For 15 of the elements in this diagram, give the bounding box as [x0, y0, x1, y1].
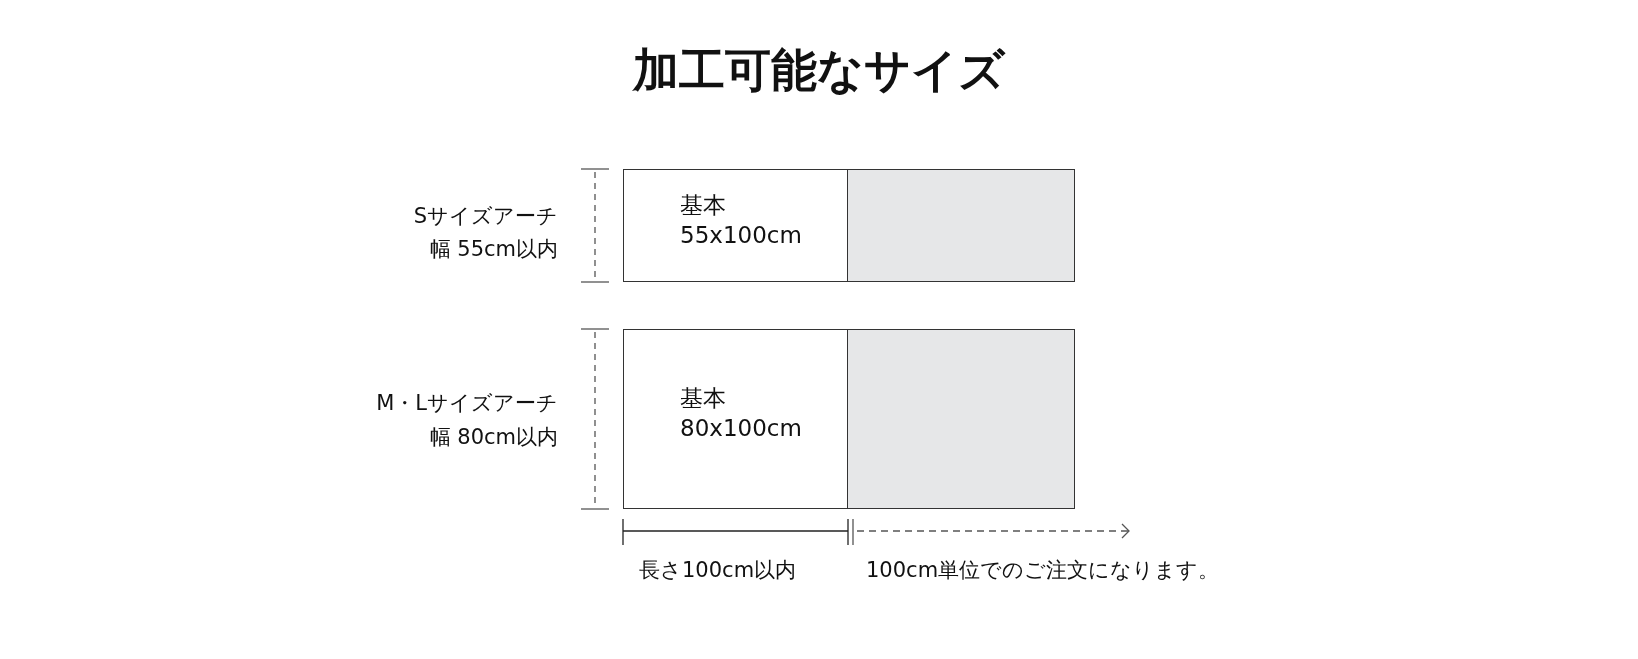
length-limit-label: 長さ100cm以内	[639, 558, 797, 584]
width-limit-label: 幅 80cm以内	[429, 425, 558, 451]
order-unit-note: 100cm単位でのご注文になります。	[866, 558, 1220, 584]
size-box	[623, 169, 849, 282]
arch-size-label: M・Lサイズアーチ	[376, 391, 558, 417]
extension-box	[847, 329, 1075, 509]
box-heading: 基本	[680, 192, 726, 220]
extension-box	[847, 169, 1075, 282]
size-text: 55x100cm	[680, 222, 802, 250]
arch-size-label: Sサイズアーチ	[413, 204, 558, 230]
size-box	[623, 329, 849, 509]
box-heading: 基本	[680, 385, 726, 413]
size-text: 80x100cm	[680, 415, 802, 443]
title: 加工可能なサイズ	[631, 42, 1007, 99]
width-limit-label: 幅 55cm以内	[429, 237, 558, 263]
